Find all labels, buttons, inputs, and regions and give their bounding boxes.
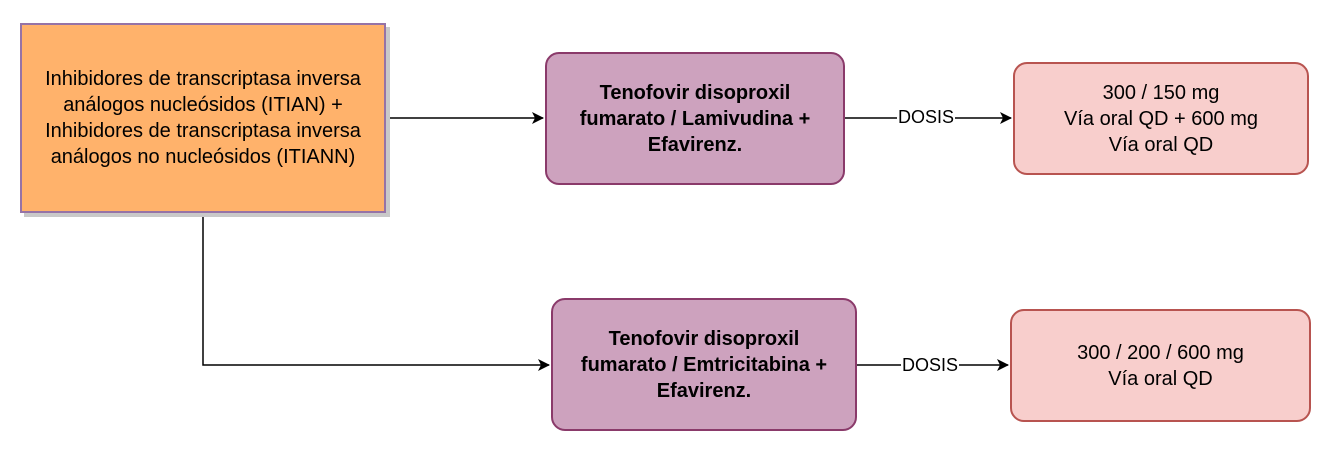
drug-combination-node-2: Tenofovir disoproxil fumarato / Emtricit… [551,298,857,431]
dose-node-1: 300 / 150 mg Vía oral QD + 600 mg Vía or… [1013,62,1309,175]
drug-class-node: Inhibidores de transcriptasa inversa aná… [20,23,386,213]
drug-class-label: Inhibidores de transcriptasa inversa aná… [45,68,361,168]
dose-node-2: 300 / 200 / 600 mg Vía oral QD [1010,309,1311,422]
drug-combination-label-2: Tenofovir disoproxil fumarato / Emtricit… [580,327,828,402]
edge-label-dosis-1: DOSIS [897,107,956,127]
edge-label-dosis-2: DOSIS [901,355,960,375]
dose-label-1: 300 / 150 mg Vía oral QD + 600 mg Vía or… [1064,81,1258,156]
arrow-source-to-drug2 [202,213,550,371]
drug-combination-label-1: Tenofovir disoproxil fumarato / Lamivudi… [579,81,811,156]
drug-combination-node-1: Tenofovir disoproxil fumarato / Lamivudi… [545,52,845,185]
dose-label-2: 300 / 200 / 600 mg Vía oral QD [1077,341,1244,390]
